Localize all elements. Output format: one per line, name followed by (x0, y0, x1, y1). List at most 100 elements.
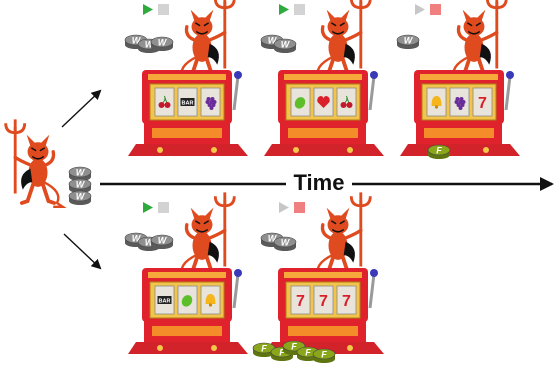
machine-topper (284, 272, 362, 278)
floor-light (293, 147, 299, 153)
play-icon (415, 4, 425, 15)
time-axis-label: Time (286, 170, 352, 196)
w-token-stack: W (397, 35, 419, 49)
seven: 7 (296, 293, 305, 310)
w-token: W (274, 39, 296, 53)
w-token: W (151, 37, 173, 51)
stop-icon (158, 202, 169, 213)
body (329, 33, 348, 62)
body (465, 33, 484, 62)
slot-machine: BAR (128, 268, 248, 354)
reel-symbol-seven: 7 (319, 293, 328, 310)
stop-icon (294, 4, 305, 15)
f-token: F (428, 145, 450, 159)
lever-arm (506, 76, 510, 110)
machine-tray (152, 128, 222, 138)
machine-floor (128, 342, 248, 354)
slot-machine: BAR (128, 70, 248, 156)
machine-tray (288, 326, 358, 336)
devil-figure (313, 192, 370, 279)
lever-arm (370, 76, 374, 110)
panel-top-3: W 7F (397, 0, 520, 159)
coin-letter: F (261, 344, 267, 354)
machine-tray (424, 128, 494, 138)
machine-topper (148, 74, 226, 80)
w-token: W (151, 235, 173, 249)
slot-machine (264, 70, 384, 156)
machine-topper (284, 74, 362, 80)
coin-letter: F (436, 146, 442, 156)
floor-light (347, 147, 353, 153)
play-icon (279, 202, 289, 213)
devil-figure (449, 0, 506, 82)
stop-icon (430, 4, 441, 15)
trident-head (351, 0, 370, 8)
bar-text: BAR (159, 299, 171, 305)
cherry-b (165, 102, 171, 108)
body (193, 33, 212, 62)
w-token-stack: WW (261, 35, 296, 53)
f-token-pile: F (428, 145, 450, 159)
seven: 7 (342, 293, 351, 310)
grape (210, 106, 214, 110)
f-token: F (313, 349, 335, 363)
lever-knob (234, 269, 242, 277)
grape (459, 106, 463, 110)
bar-text: BAR (182, 101, 194, 107)
stop-icon (158, 4, 169, 15)
reel-symbol-seven: 7 (342, 293, 351, 310)
w-token: W (397, 35, 419, 49)
floor-light (483, 147, 489, 153)
floor-light (347, 345, 353, 351)
trident-head (6, 119, 25, 132)
agent-token-stack: WWW (69, 167, 91, 205)
coin-letter: F (305, 348, 311, 358)
coin-letter: F (291, 342, 297, 352)
panel-top-1: WWW BAR (125, 0, 248, 156)
machine-tray (288, 128, 358, 138)
trident-head (487, 0, 506, 8)
devil-figure (6, 119, 63, 206)
machine-floor (400, 144, 520, 156)
seven: 7 (319, 293, 328, 310)
bell-clapper (435, 105, 438, 108)
play-stop-controls (143, 4, 169, 15)
lever-arm (370, 274, 374, 308)
reel (155, 88, 174, 116)
play-stop-controls (143, 202, 169, 213)
slot-machine: 7 (400, 70, 520, 156)
reel (337, 88, 356, 116)
machine-tray (152, 326, 222, 336)
lever-arm (234, 274, 238, 308)
play-icon (143, 202, 153, 213)
branch-arrow-up (62, 91, 100, 127)
body (29, 158, 48, 187)
reel-symbol-seven: 7 (296, 293, 305, 310)
floor-light (157, 345, 163, 351)
stop-icon (294, 202, 305, 213)
w-token-stack: WWW (125, 35, 173, 53)
play-icon (143, 4, 153, 15)
panel-bottom-1: WWW BAR (125, 192, 248, 354)
trident-head (215, 192, 234, 205)
floor-light (211, 345, 217, 351)
play-stop-controls (279, 202, 305, 213)
cherry-a (341, 102, 347, 108)
machine-topper (148, 272, 226, 278)
body (193, 231, 212, 260)
bell-clapper (209, 303, 212, 306)
coin-letter: F (321, 350, 327, 360)
floor-light (157, 147, 163, 153)
play-stop-controls (279, 4, 305, 15)
reel-symbol-bar: BAR (158, 296, 172, 305)
lever-knob (370, 269, 378, 277)
branch-arrow-down (64, 234, 100, 268)
lever-knob (506, 71, 514, 79)
trident-head (215, 0, 234, 8)
devil-figure (177, 192, 234, 279)
w-token: W (69, 191, 91, 205)
seven: 7 (478, 95, 487, 112)
devil-figure (177, 0, 234, 82)
